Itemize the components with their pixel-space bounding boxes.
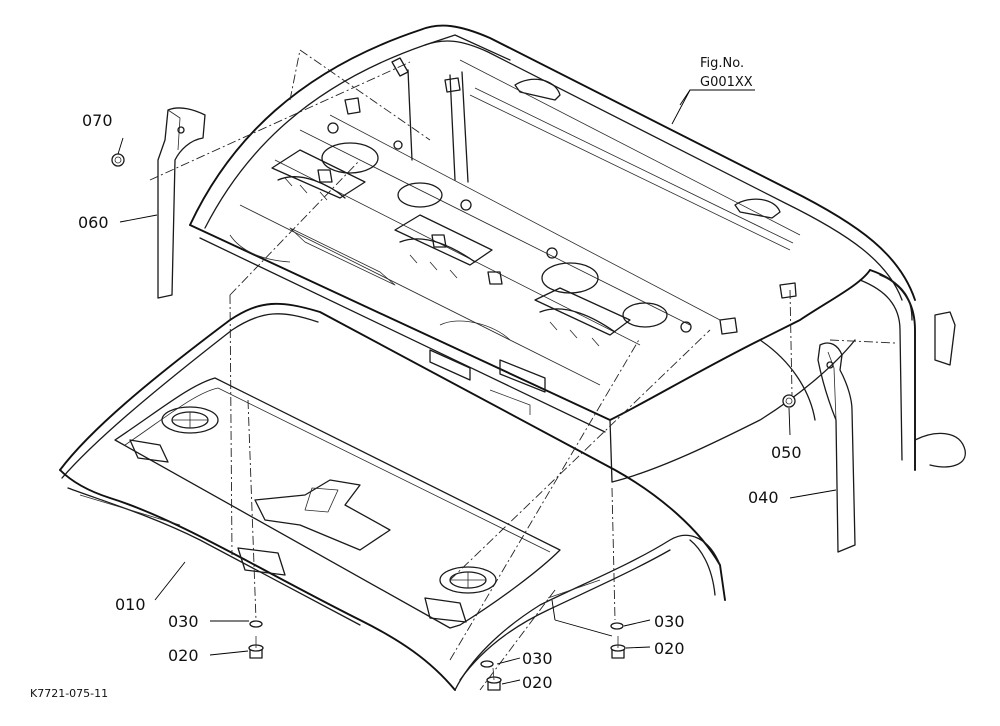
callout-010: 010 <box>115 595 146 614</box>
callout-060: 060 <box>78 213 109 232</box>
cab-frame <box>189 24 966 483</box>
fig-no-label: Fig.No. <box>700 56 744 71</box>
callout-020a: 020 <box>168 646 199 665</box>
callout-020b: 020 <box>654 639 685 658</box>
callout-030c: 030 <box>522 649 553 668</box>
callout-050: 050 <box>771 443 802 462</box>
headliner-panel-010 <box>59 302 726 691</box>
pillar-trim-060 <box>157 107 206 299</box>
drawing-code: K7721-075-11 <box>30 687 108 700</box>
callout-030b: 030 <box>654 612 685 631</box>
fig-no-value: G001XX <box>700 75 753 90</box>
callout-040: 040 <box>748 488 779 507</box>
callout-020c: 020 <box>522 673 553 692</box>
pillar-trim-040 <box>817 342 856 553</box>
leader-lines <box>117 89 837 685</box>
callout-070: 070 <box>82 111 113 130</box>
fasteners <box>111 153 796 691</box>
assembly-lines <box>149 49 896 691</box>
callout-030a: 030 <box>168 612 199 631</box>
